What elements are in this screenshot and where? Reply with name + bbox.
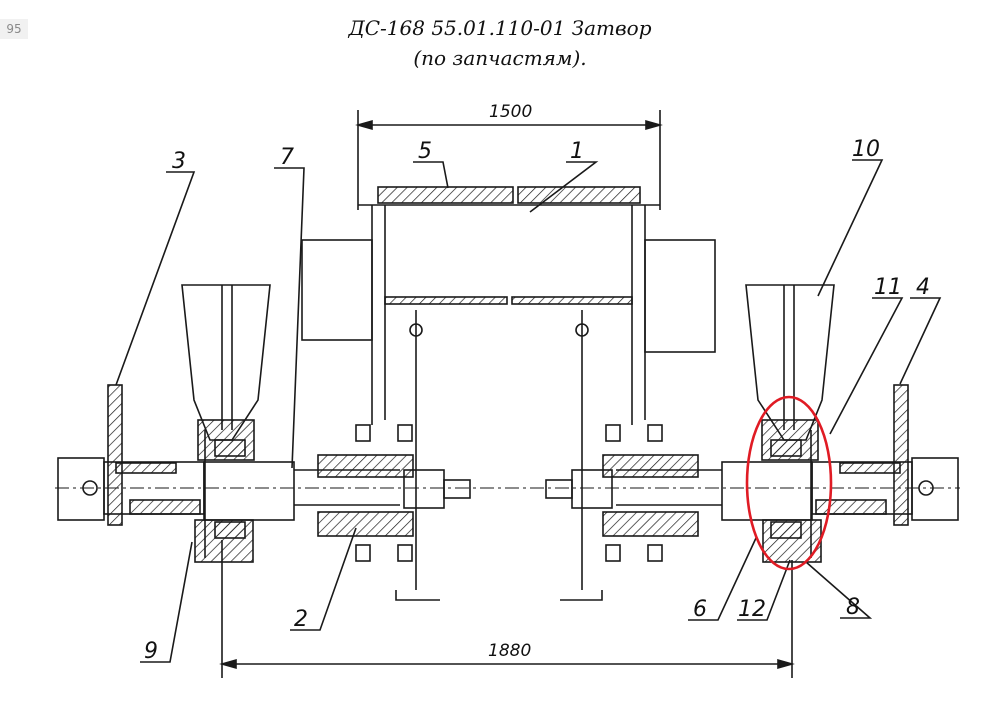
part-label-6: 6 xyxy=(693,597,707,622)
drawing-subtitle: (по запчастям). xyxy=(413,46,587,70)
part-label-7: 7 xyxy=(280,145,294,170)
part-label-9: 9 xyxy=(144,639,158,664)
drawing-title: ДС-168 55.01.110-01 Затвор xyxy=(348,16,652,40)
page-number-tag: 95 xyxy=(0,19,28,39)
part-label-5: 5 xyxy=(418,139,432,164)
dimension-bottom: 1880 xyxy=(488,641,531,661)
part-label-10: 10 xyxy=(852,137,880,162)
dimension-top: 1500 xyxy=(489,102,532,122)
part-label-3: 3 xyxy=(172,149,186,174)
highlight-ellipse xyxy=(745,395,833,571)
part-label-12: 12 xyxy=(738,597,766,622)
part-label-1: 1 xyxy=(570,139,584,164)
part-label-2: 2 xyxy=(294,607,308,632)
part-label-8: 8 xyxy=(846,595,860,620)
drawing-geometry xyxy=(55,110,960,678)
part-label-11: 11 xyxy=(874,275,902,300)
part-label-4: 4 xyxy=(916,275,930,300)
